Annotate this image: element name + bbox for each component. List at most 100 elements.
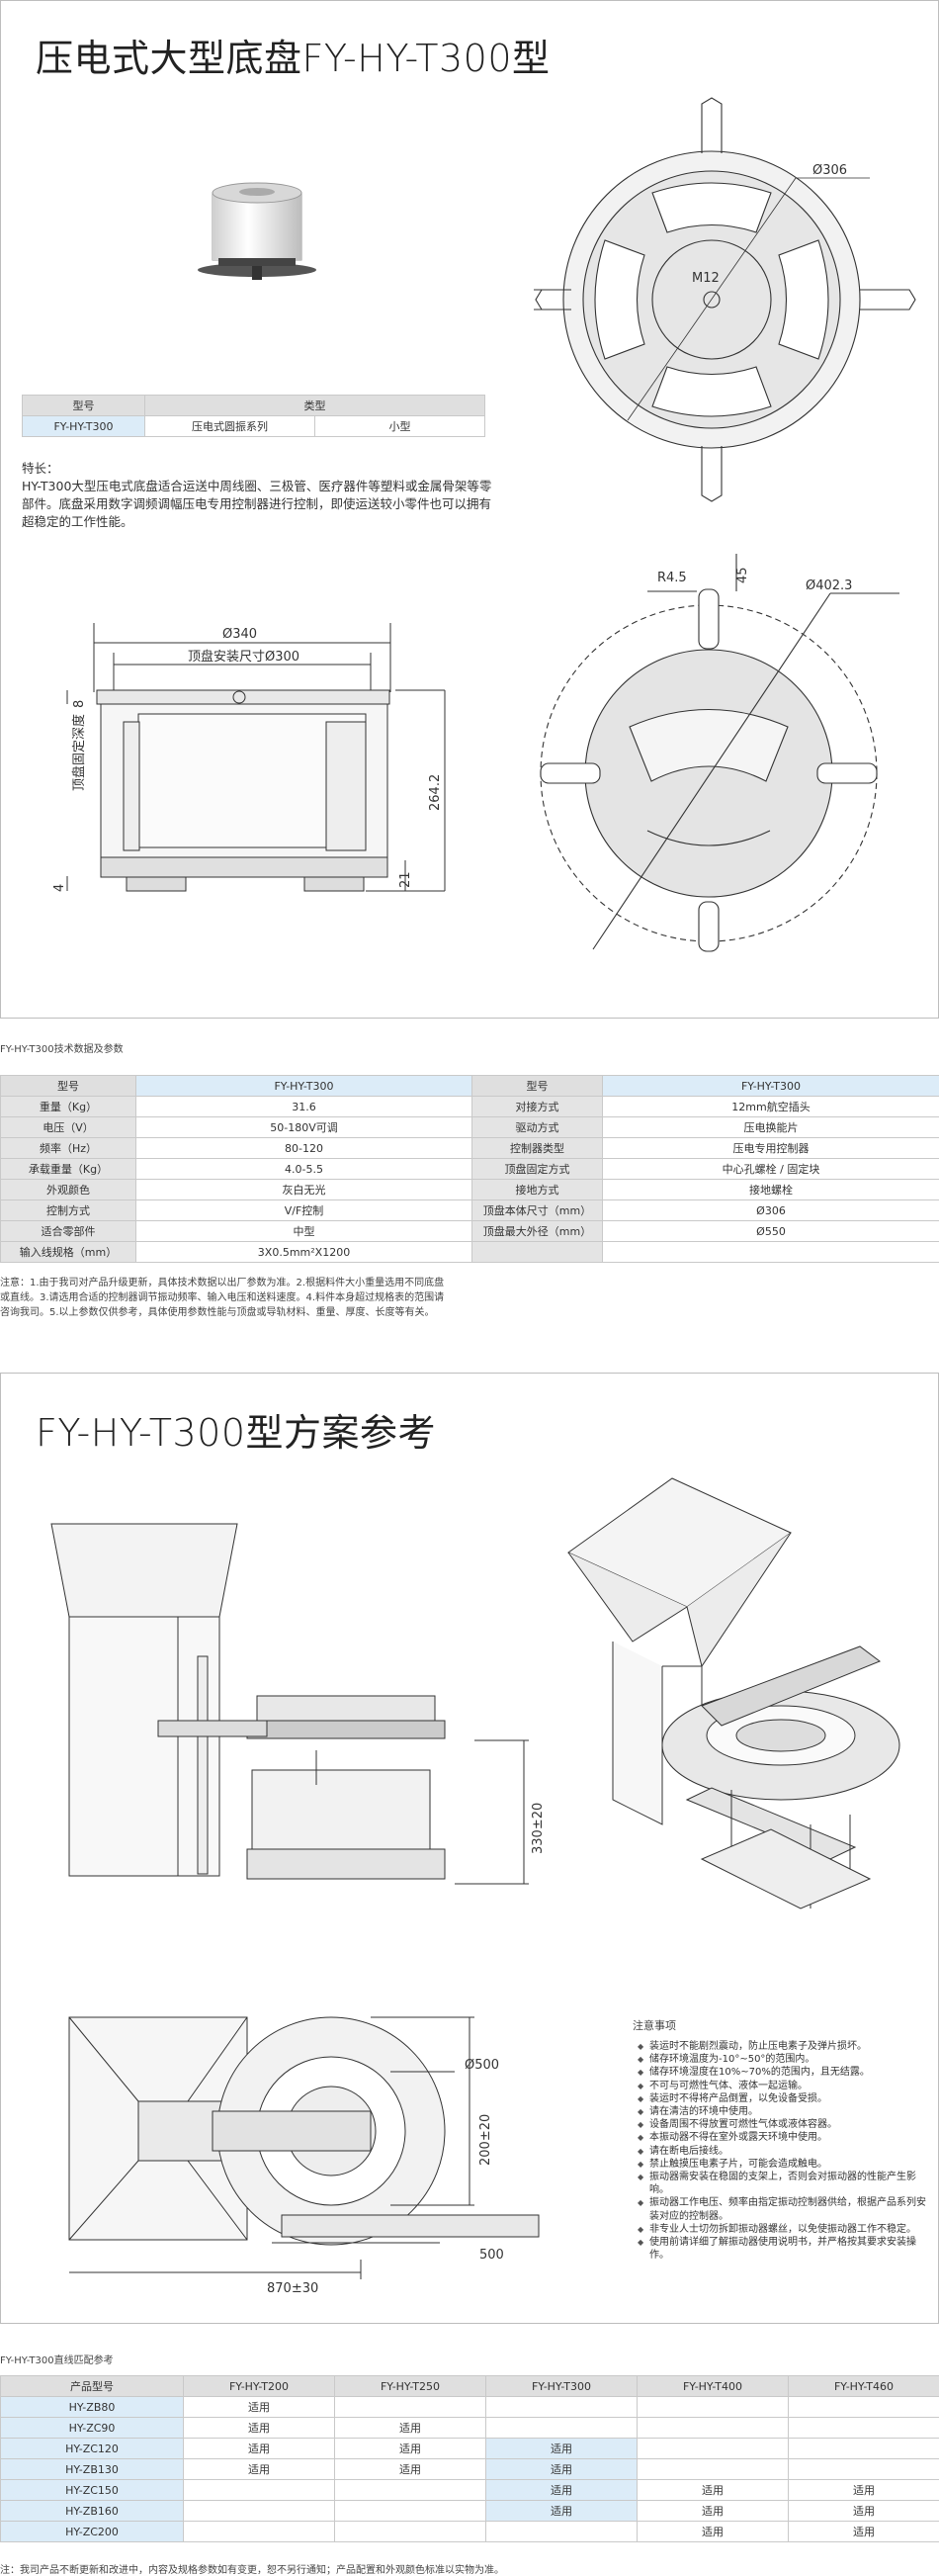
match-cell: 适用 <box>486 2501 638 2522</box>
match-cell: 适用 <box>789 2480 939 2501</box>
side-height-value: 264.2 <box>428 774 443 811</box>
caution-item: 储存环境温度为-10°~50°的范围内。 <box>638 2053 934 2066</box>
side-mount-label: 顶盘安装尺寸Ø300 <box>188 649 299 665</box>
spec-cell: 31.6 <box>136 1097 472 1117</box>
caution-item: 请在清洁的环境中使用。 <box>638 2105 934 2118</box>
spec-cell: 外观颜色 <box>1 1180 136 1200</box>
scheme-height-label: 330±20 <box>531 1803 546 1854</box>
spec-cell <box>603 1242 939 1263</box>
match-cell <box>789 2439 939 2459</box>
match-model-cell: HY-ZB130 <box>1 2459 184 2480</box>
top-view-drawing: Ø306 M12 <box>534 94 919 509</box>
plan-view-drawing: Ø500 200±20 870±30 500 <box>64 1998 578 2294</box>
caution-item: 请在断电后接线。 <box>638 2145 934 2158</box>
match-cell: 适用 <box>486 2480 638 2501</box>
spec-cell: 中心孔螺栓 / 固定块 <box>603 1159 939 1180</box>
match-cell: 适用 <box>638 2501 789 2522</box>
caution-title: 注意事项 <box>633 2017 676 2033</box>
match-cell: 适用 <box>184 2397 335 2418</box>
spec-cell: 顶盘最大外径（mm） <box>472 1221 603 1242</box>
features-text: HY-T300大型压电式底盘适合运送中周线圈、三极管、医疗器件等塑料或金属骨架等… <box>22 478 496 531</box>
spec-cell: 驱动方式 <box>472 1117 603 1138</box>
spec-cell: 顶盘固定方式 <box>472 1159 603 1180</box>
match-cell <box>789 2397 939 2418</box>
match-header-cell: FY-HY-T400 <box>638 2376 789 2397</box>
match-cell <box>638 2439 789 2459</box>
side-view-drawing: Ø340 顶盘安装尺寸Ø300 顶盘固定深度 8 264.2 4 21 <box>40 603 455 939</box>
model-header: 型号 <box>23 396 145 416</box>
match-cell: 适用 <box>184 2439 335 2459</box>
match-cell <box>335 2522 486 2542</box>
spec-cell: 3X0.5mm²X1200 <box>136 1242 472 1263</box>
spec-header-cell: FY-HY-T300 <box>603 1076 939 1097</box>
match-cell <box>486 2522 638 2542</box>
caution-item: 储存环境湿度在10%~70%的范围内，且无结露。 <box>638 2066 934 2079</box>
match-cell: 适用 <box>184 2418 335 2439</box>
spec-header-cell: 型号 <box>472 1076 603 1097</box>
spec-row: 适合零部件中型顶盘最大外径（mm）Ø550 <box>1 1221 939 1242</box>
caution-item: 振动器需安装在稳固的支架上，否则会对振动器的性能产生影响。 <box>638 2171 934 2196</box>
model-table: 型号 类型 FY-HY-T300 压电式圆振系列 小型 <box>22 395 485 437</box>
match-cell: 适用 <box>638 2522 789 2542</box>
caution-item: 使用前请详细了解振动器使用说明书，并严格按其要求安装操作。 <box>638 2236 934 2262</box>
spec-cell: 输入线规格（mm） <box>1 1242 136 1263</box>
match-cell: 适用 <box>789 2501 939 2522</box>
spec-cell: 控制方式 <box>1 1200 136 1221</box>
match-cell: 适用 <box>638 2480 789 2501</box>
match-cell <box>335 2480 486 2501</box>
match-cell <box>789 2418 939 2439</box>
match-header-cell: 产品型号 <box>1 2376 184 2397</box>
spec-cell: 接地螺栓 <box>603 1180 939 1200</box>
top-dia-label: Ø306 <box>812 163 847 178</box>
isometric-drawing <box>554 1473 929 1948</box>
match-cell: 适用 <box>486 2459 638 2480</box>
spec-cell: 承载重量（Kg） <box>1 1159 136 1180</box>
match-model-cell: HY-ZC90 <box>1 2418 184 2439</box>
caution-item: 禁止触摸压电素子片，可能会造成触电。 <box>638 2158 934 2171</box>
match-cell <box>184 2501 335 2522</box>
side-foot-value: 4 <box>52 884 67 892</box>
match-header-cell: FY-HY-T300 <box>486 2376 638 2397</box>
footer-note: 注：我司产品不断更新和改进中，内容及规格参数如有变更，恕不另行通知；产品配置和外… <box>0 2561 504 2576</box>
spec-cell: 12mm航空插头 <box>603 1097 939 1117</box>
bottom-w-label: 45 <box>735 567 750 583</box>
spec-cell: 压电换能片 <box>603 1117 939 1138</box>
spec-caption: FY-HY-T300技术数据及参数 <box>0 1040 124 1055</box>
match-cell: 适用 <box>335 2459 486 2480</box>
spec-notes: 注意：1.由于我司对产品升级更新，具体技术数据以出厂参数为准。2.根据料件大小重… <box>0 1276 450 1320</box>
spec-cell: 顶盘本体尺寸（mm） <box>472 1200 603 1221</box>
bottom-r-label: R4.5 <box>657 571 687 585</box>
match-header-cell: FY-HY-T250 <box>335 2376 486 2397</box>
spec-cell: 频率（Hz） <box>1 1138 136 1159</box>
spec-cell: 适合零部件 <box>1 1221 136 1242</box>
match-cell: 适用 <box>486 2439 638 2459</box>
spec-cell <box>472 1242 603 1263</box>
match-cell <box>184 2522 335 2542</box>
scheme-width-label: 870±30 <box>267 2281 318 2294</box>
match-cell <box>335 2501 486 2522</box>
scheme-dia-label: Ø500 <box>465 2058 499 2073</box>
caution-item: 装运时不得将产品倒置，以免设备受损。 <box>638 2092 934 2105</box>
spec-cell: 50-180V可调 <box>136 1117 472 1138</box>
match-cell <box>638 2459 789 2480</box>
spec-row: 输入线规格（mm）3X0.5mm²X1200 <box>1 1242 939 1263</box>
spec-header-cell: 型号 <box>1 1076 136 1097</box>
spec-cell: Ø306 <box>603 1200 939 1221</box>
features-label: 特长： <box>22 460 496 478</box>
scheme-track-label: 500 <box>479 2248 504 2263</box>
match-header-cell: FY-HY-T460 <box>789 2376 939 2397</box>
match-cell: 适用 <box>789 2522 939 2542</box>
bottom-dia-label: Ø402.3 <box>806 578 852 593</box>
series-cell: 压电式圆振系列 <box>145 416 315 437</box>
spec-row: 电压（V）50-180V可调驱动方式压电换能片 <box>1 1117 939 1138</box>
match-model-cell: HY-ZB80 <box>1 2397 184 2418</box>
